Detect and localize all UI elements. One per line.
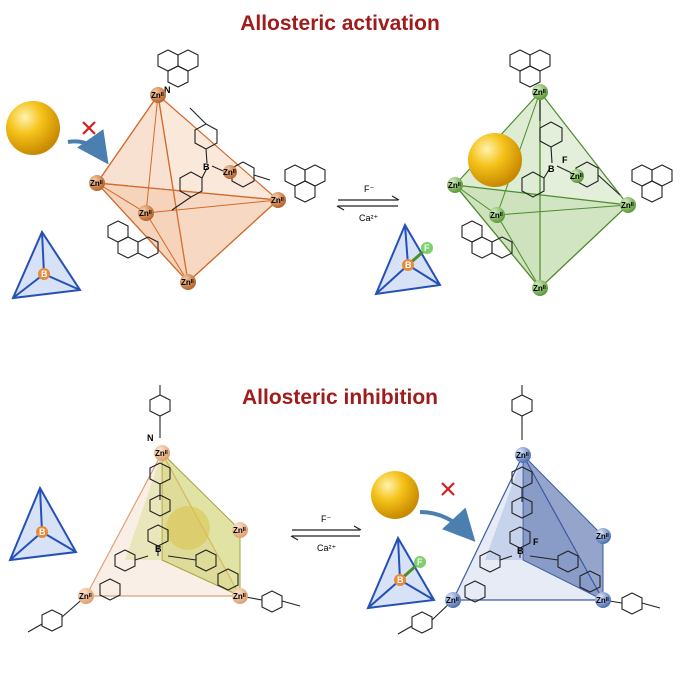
svg-text:F: F bbox=[424, 243, 430, 253]
svg-text:Znᴵᴵ: Znᴵᴵ bbox=[490, 211, 503, 220]
tetrahedral-borane-icon: B bbox=[8, 485, 78, 562]
zn-node: Znᴵᴵ bbox=[78, 588, 94, 604]
activation-title: Allosteric activation bbox=[240, 12, 440, 35]
svg-text:B: B bbox=[397, 575, 404, 585]
boron-atom-label: B bbox=[517, 546, 524, 556]
svg-text:Znᴵᴵ: Znᴵᴵ bbox=[79, 592, 92, 601]
zn-node: Znᴵᴵ bbox=[154, 445, 170, 461]
zn-node: Znᴵᴵ bbox=[595, 592, 611, 608]
svg-text:Znᴵᴵ: Znᴵᴵ bbox=[271, 196, 284, 205]
boron-atom-label: B bbox=[548, 164, 555, 174]
equilibrium-arrows-icon bbox=[336, 195, 400, 211]
boron-atom-label: B bbox=[155, 544, 162, 554]
curved-arrow-icon bbox=[67, 129, 109, 165]
zn-node: Znᴵᴵ bbox=[532, 280, 548, 296]
svg-text:Znᴵᴵ: Znᴵᴵ bbox=[233, 592, 246, 601]
tetrahedral-borane-icon: B bbox=[11, 229, 82, 300]
zn-node: Znᴵᴵ bbox=[447, 177, 463, 193]
forward-reagent-label: F⁻ bbox=[364, 184, 374, 194]
svg-text:B: B bbox=[41, 269, 48, 279]
guest-sphere-icon bbox=[468, 133, 522, 187]
fluorine-atom-label: F bbox=[562, 155, 568, 165]
svg-text:Znᴵᴵ: Znᴵᴵ bbox=[516, 451, 529, 460]
reverse-reagent-label: Ca²⁺ bbox=[359, 213, 379, 223]
zn-node: Znᴵᴵ bbox=[570, 169, 584, 183]
zn-node: Znᴵᴵ bbox=[223, 165, 237, 179]
reverse-reagent-label: Ca²⁺ bbox=[317, 543, 337, 553]
svg-text:Znᴵᴵ: Znᴵᴵ bbox=[621, 201, 634, 210]
guest-sphere-icon bbox=[166, 506, 210, 550]
zn-node: Znᴵᴵ bbox=[489, 207, 505, 223]
fluoroborate-icon: B F bbox=[374, 222, 442, 296]
zn-node: Znᴵᴵ bbox=[232, 522, 248, 538]
zn-node: Znᴵᴵ bbox=[620, 197, 636, 213]
guest-sphere-icon bbox=[371, 471, 419, 519]
zn-node: Znᴵᴵ bbox=[232, 588, 248, 604]
nitrogen-atom-label: N bbox=[164, 85, 171, 95]
boron-atom-label: B bbox=[203, 162, 210, 172]
svg-text:Znᴵᴵ: Znᴵᴵ bbox=[90, 179, 103, 188]
zn-node: Znᴵᴵ bbox=[532, 84, 548, 100]
svg-text:Znᴵᴵ: Znᴵᴵ bbox=[233, 526, 246, 535]
svg-text:B: B bbox=[405, 260, 412, 270]
blocked-cross-icon bbox=[82, 121, 96, 135]
activation-cage-bound: B F Znᴵᴵ Znᴵᴵ Znᴵᴵ Znᴵᴵ Znᴵᴵ Znᴵᴵ bbox=[447, 49, 673, 296]
svg-text:Znᴵᴵ: Znᴵᴵ bbox=[596, 532, 609, 541]
zn-node: Znᴵᴵ bbox=[89, 175, 105, 191]
zn-node: Znᴵᴵ bbox=[180, 274, 196, 290]
zn-node: Znᴵᴵ bbox=[445, 592, 461, 608]
zn-node: Znᴵᴵ bbox=[515, 447, 531, 463]
activation-cage-free: B N Znᴵᴵ Znᴵᴵ Znᴵᴵ Znᴵᴵ Znᴵᴵ Znᴵᴵ bbox=[89, 49, 326, 290]
equilibrium-arrows-icon bbox=[290, 525, 362, 541]
guest-sphere-icon bbox=[6, 101, 60, 155]
svg-text:F: F bbox=[417, 557, 423, 567]
svg-text:Znᴵᴵ: Znᴵᴵ bbox=[155, 449, 168, 458]
zn-node: Znᴵᴵ bbox=[150, 87, 166, 103]
svg-text:Znᴵᴵ: Znᴵᴵ bbox=[533, 284, 546, 293]
svg-text:Znᴵᴵ: Znᴵᴵ bbox=[448, 181, 461, 190]
fluorine-atom-label: F bbox=[533, 537, 539, 547]
svg-text:Znᴵᴵ: Znᴵᴵ bbox=[533, 88, 546, 97]
forward-reagent-label: F⁻ bbox=[321, 514, 331, 524]
inhibition-cage-bound: B F Znᴵᴵ Znᴵᴵ Znᴵᴵ Znᴵᴵ bbox=[397, 385, 661, 635]
nitrogen-atom-label: N bbox=[147, 433, 154, 443]
svg-text:B: B bbox=[39, 527, 46, 537]
svg-text:Znᴵᴵ: Znᴵᴵ bbox=[596, 596, 609, 605]
svg-text:Znᴵᴵ: Znᴵᴵ bbox=[446, 596, 459, 605]
svg-text:Znᴵᴵ: Znᴵᴵ bbox=[139, 209, 152, 218]
fluoroborate-icon: B F bbox=[366, 535, 436, 610]
svg-text:Znᴵᴵ: Znᴵᴵ bbox=[181, 278, 194, 287]
zn-node: Znᴵᴵ bbox=[595, 528, 611, 544]
curved-arrow-icon bbox=[419, 507, 476, 542]
zn-node: Znᴵᴵ bbox=[270, 192, 286, 208]
svg-text:Znᴵᴵ: Znᴵᴵ bbox=[223, 168, 236, 177]
inhibition-cage-free: B N Znᴵᴵ Znᴵᴵ Znᴵᴵ Znᴵᴵ bbox=[27, 385, 301, 633]
zn-node: Znᴵᴵ bbox=[138, 205, 154, 221]
blocked-cross-icon bbox=[441, 482, 455, 496]
svg-text:Znᴵᴵ: Znᴵᴵ bbox=[151, 91, 164, 100]
inhibition-title: Allosteric inhibition bbox=[241, 386, 438, 409]
svg-text:Znᴵᴵ: Znᴵᴵ bbox=[570, 172, 583, 181]
